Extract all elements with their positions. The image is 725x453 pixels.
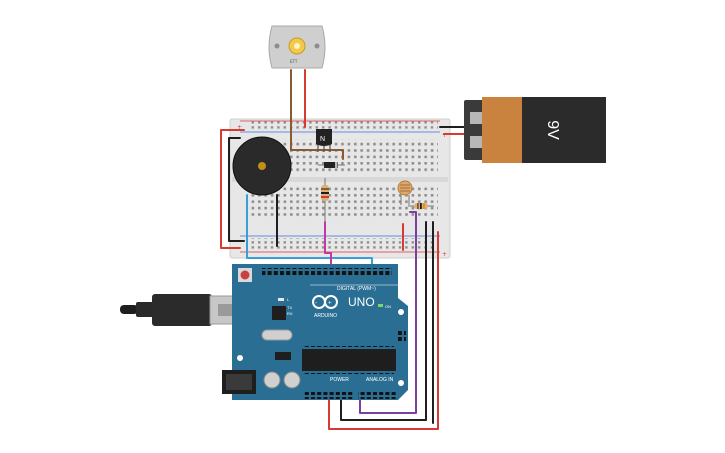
resistor-2-band-3	[423, 203, 425, 209]
buzzer-hole	[258, 162, 266, 170]
motor-screw-left	[274, 43, 280, 49]
power-header	[304, 392, 354, 399]
transistor-body	[316, 129, 332, 146]
photoresistor	[397, 180, 413, 205]
wire-resistor-magenta	[324, 221, 332, 271]
battery-cap	[522, 97, 606, 163]
mount-hole-2	[398, 380, 404, 386]
usb-chip	[272, 306, 286, 320]
rx-label: RX	[287, 311, 293, 316]
motor-label: ETT	[290, 59, 298, 64]
battery-terminal-top	[470, 112, 484, 124]
svg-text:+: +	[328, 301, 332, 307]
reset-button-cap[interactable]	[240, 270, 250, 280]
svg-text:-: -	[315, 301, 317, 307]
dc-motor: ETT	[268, 25, 326, 69]
motor-screw-right	[314, 43, 320, 49]
power-label: POWER	[330, 377, 349, 383]
wire-motor-brown	[290, 69, 344, 160]
mount-hole-3	[237, 355, 243, 361]
crystal	[261, 329, 293, 341]
rail-plus-mark-right: +	[442, 132, 447, 139]
center-channel	[232, 177, 448, 182]
resistor-2-band-2	[420, 203, 422, 209]
diode-body	[324, 162, 338, 168]
atmega-pins-top	[304, 346, 394, 349]
l-led	[278, 298, 284, 301]
atmega-pins-bottom	[304, 371, 394, 374]
digital-header	[262, 268, 392, 275]
analog-label: ANALOG IN	[366, 377, 394, 383]
rail-plus-mark: +	[237, 124, 242, 131]
top-rail-holes	[248, 121, 438, 131]
diode	[318, 162, 345, 168]
wire-5v-red	[328, 231, 439, 430]
arduino-logo: - +	[312, 295, 338, 309]
rail-plus-mark-bottom: +	[442, 251, 447, 258]
ldr-track	[400, 184, 410, 192]
usb-plug-body	[152, 294, 212, 326]
resistor-1-band-1	[321, 188, 329, 190]
motor-shaft-center	[294, 43, 300, 49]
wire-gnd-black-1	[340, 221, 427, 421]
resistor-2	[408, 203, 434, 209]
mount-hole-1	[398, 309, 404, 315]
resistor-1-band-3	[321, 196, 329, 198]
wire-left-red-loop	[220, 129, 245, 249]
capacitor-1	[263, 371, 281, 389]
icsp-header	[398, 330, 406, 342]
piezo-buzzer	[232, 136, 292, 196]
capacitor-2	[283, 371, 301, 389]
arduino-model: UNO	[348, 295, 375, 309]
battery-body	[482, 97, 524, 163]
battery-terminal-block	[464, 100, 484, 160]
power-jack-inner	[226, 374, 252, 390]
bottom-rail-holes	[248, 238, 438, 250]
arduino-brand: ARDUINO	[314, 313, 337, 319]
transistor: N	[316, 129, 332, 152]
tx-label: TX	[287, 305, 292, 310]
usb-cable-tail	[120, 305, 138, 314]
wire-ldr-purple	[359, 211, 417, 414]
diode-band	[335, 162, 338, 168]
wire-left-black-loop	[228, 137, 245, 242]
battery-terminal-bottom	[470, 136, 484, 148]
transistor-label: N	[320, 136, 325, 143]
analog-header	[358, 392, 396, 399]
arduino-uno: DIGITAL (PWM~) - + ARDUINO UNO ON L TX R…	[222, 264, 408, 400]
battery-label: 9V	[544, 120, 561, 140]
l-label: L	[287, 297, 290, 302]
regulator	[275, 352, 291, 360]
on-label: ON	[385, 304, 391, 309]
resistor-2-band-1	[417, 203, 419, 209]
resistor-1	[321, 178, 329, 222]
battery-9v: 9V	[464, 97, 606, 163]
atmega-chip	[302, 349, 396, 371]
usb-cable-strain	[136, 302, 154, 317]
digital-label: DIGITAL (PWM~)	[337, 286, 376, 292]
on-led	[378, 304, 383, 307]
resistor-1-band-2	[321, 192, 329, 194]
